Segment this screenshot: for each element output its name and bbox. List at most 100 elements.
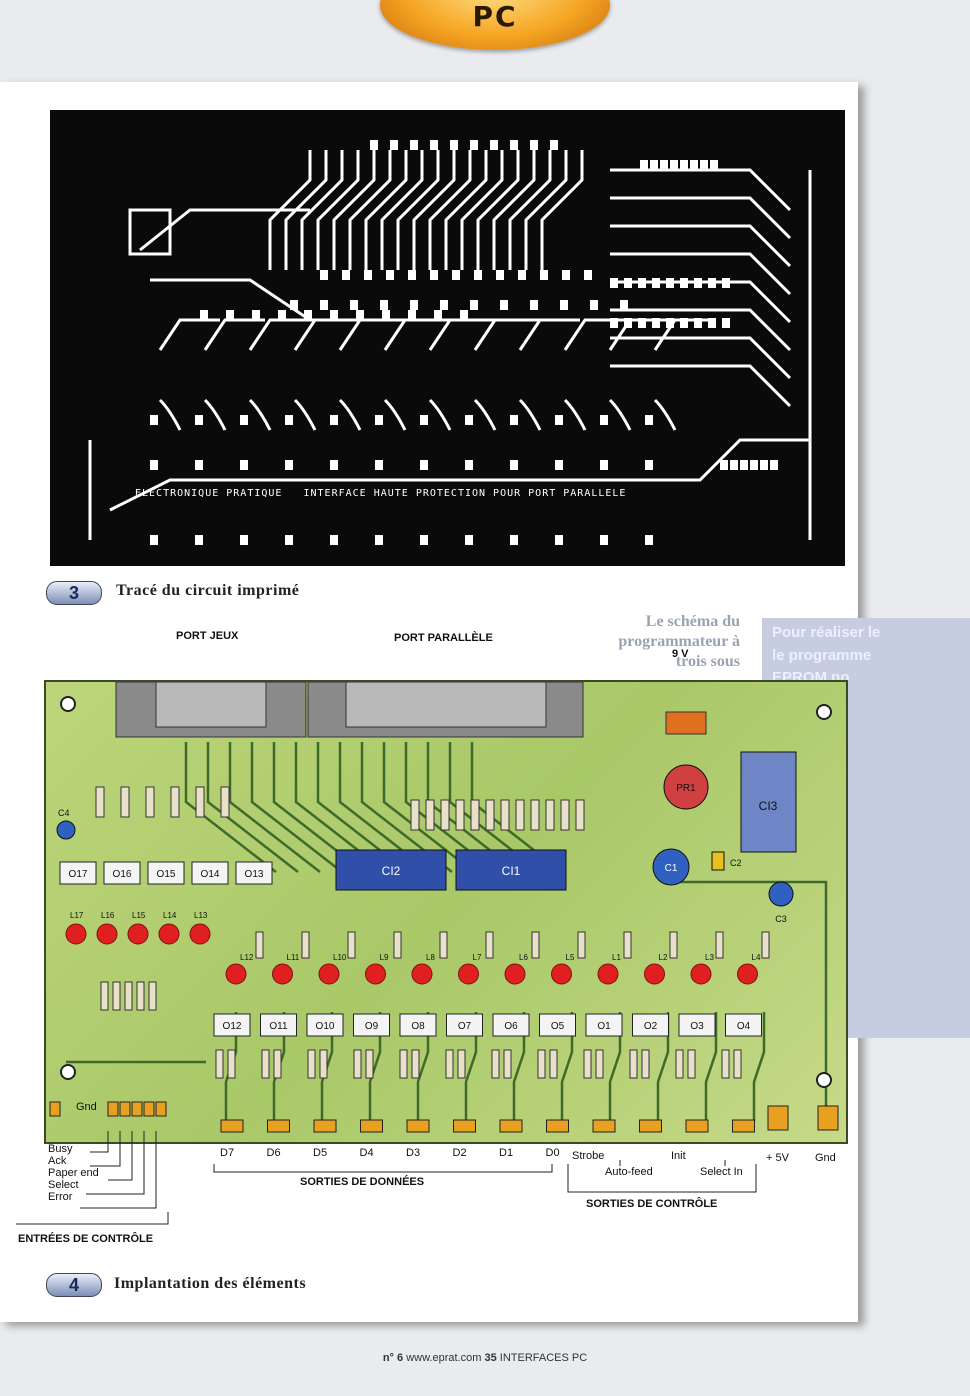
optocoupler-label: O1 (597, 1021, 611, 1032)
capacitor-c4 (56, 820, 76, 840)
resistor (641, 1049, 650, 1079)
optocoupler (147, 861, 185, 885)
potentiometer-pr1 (663, 764, 709, 810)
footer-page: 35 (484, 1352, 497, 1364)
pcb-pad (150, 415, 158, 425)
pcb-pad (550, 140, 558, 150)
resistor (195, 786, 205, 818)
pcb-pad (670, 160, 678, 170)
pcb-pad (496, 270, 504, 280)
pcb-trace (364, 150, 408, 270)
led (272, 963, 293, 985)
terminal-pad (767, 1105, 789, 1131)
pcb-trace (524, 150, 568, 270)
pcb-pad (638, 278, 646, 288)
optocoupler (632, 1013, 669, 1037)
optocoupler (399, 1013, 437, 1037)
pcb-pad (285, 460, 293, 470)
label-select: Select (48, 1179, 79, 1191)
pcb-pad (408, 310, 416, 320)
pcb-pad (624, 318, 632, 328)
resistor (347, 931, 356, 959)
label-init: Init (671, 1150, 686, 1162)
pcb-pad (555, 460, 563, 470)
led (458, 963, 479, 985)
optocoupler-label: O10 (316, 1021, 335, 1032)
resistor (457, 1049, 466, 1079)
pcb-pad (666, 278, 674, 288)
pcb-pad (195, 535, 203, 545)
optocoupler-label: O16 (113, 869, 132, 880)
led-label: L11 (287, 953, 300, 962)
pcb-trace (338, 318, 400, 351)
resistor (425, 799, 435, 831)
label-paper-end: Paper end (48, 1167, 99, 1179)
pcb-pad (490, 140, 498, 150)
pcb-pad (694, 278, 702, 288)
resistor (485, 931, 494, 959)
resistor (687, 1049, 696, 1079)
resistor (675, 1049, 684, 1079)
pcb-trace (473, 398, 497, 431)
board-trace (250, 742, 343, 873)
ic-ci1-label: CI1 (502, 864, 521, 878)
pcb-trace (293, 398, 317, 431)
pcb-pad (510, 460, 518, 470)
pcb-pad (620, 300, 628, 310)
pcb-pad (386, 270, 394, 280)
terminal-pad (155, 1101, 167, 1117)
pcb-trace-figure (50, 110, 845, 566)
pcb-pad (470, 300, 478, 310)
label-control-outputs-title: SORTIES DE CONTRÔLE (586, 1198, 718, 1210)
resistor (545, 799, 555, 831)
terminal-pad (119, 1101, 131, 1117)
pcb-pad (680, 318, 688, 328)
resistor (301, 931, 310, 959)
pcb-pad (240, 535, 248, 545)
resistor (145, 786, 155, 818)
pcb-pad (410, 300, 418, 310)
resistor (215, 1049, 224, 1079)
pcb-pad (434, 310, 442, 320)
resistor (761, 931, 770, 959)
pcb-pad (330, 415, 338, 425)
led (158, 923, 180, 945)
optocoupler (306, 1013, 344, 1037)
optocoupler (103, 861, 141, 885)
terminal-pad (817, 1105, 839, 1131)
label-control-inputs-title: ENTRÉES DE CONTRÔLE (18, 1233, 154, 1245)
board-trace (66, 880, 828, 1122)
pcb-trace (268, 150, 312, 270)
led-label: L14 (163, 911, 177, 920)
label-strobe: Strobe (572, 1150, 605, 1162)
led-label: L10 (333, 953, 347, 962)
led-label: L2 (659, 953, 668, 962)
board-trace (272, 742, 365, 873)
pcb-pad (510, 535, 518, 545)
pcb-caption: ELECTRONIQUE PRATIQUE INTERFACE HAUTE PR… (135, 488, 627, 499)
pcb-pad (278, 310, 286, 320)
resistor (319, 1049, 328, 1079)
c1-label: C1 (665, 863, 678, 874)
mounting-hole (816, 1072, 832, 1088)
led-label: L9 (380, 953, 389, 962)
label-data-output: D5 (313, 1147, 328, 1159)
pcb-trace (248, 318, 310, 351)
footer-prefix: n° (382, 1352, 394, 1364)
resistor (455, 799, 465, 831)
figure-3-badge: 3 (46, 581, 102, 605)
resistor (100, 981, 109, 1011)
pcb-pad (375, 535, 383, 545)
optocoupler-label: O4 (737, 1021, 751, 1032)
pcb-pad (708, 278, 716, 288)
led (96, 923, 118, 945)
pcb-trace (428, 318, 490, 351)
board-trace (294, 742, 387, 873)
resistor (410, 799, 420, 831)
pcb-trace (203, 318, 265, 351)
terminal-pad (49, 1101, 61, 1117)
terminal-pad (546, 1119, 569, 1133)
pcb-trace (428, 398, 452, 431)
resistor (531, 931, 540, 959)
